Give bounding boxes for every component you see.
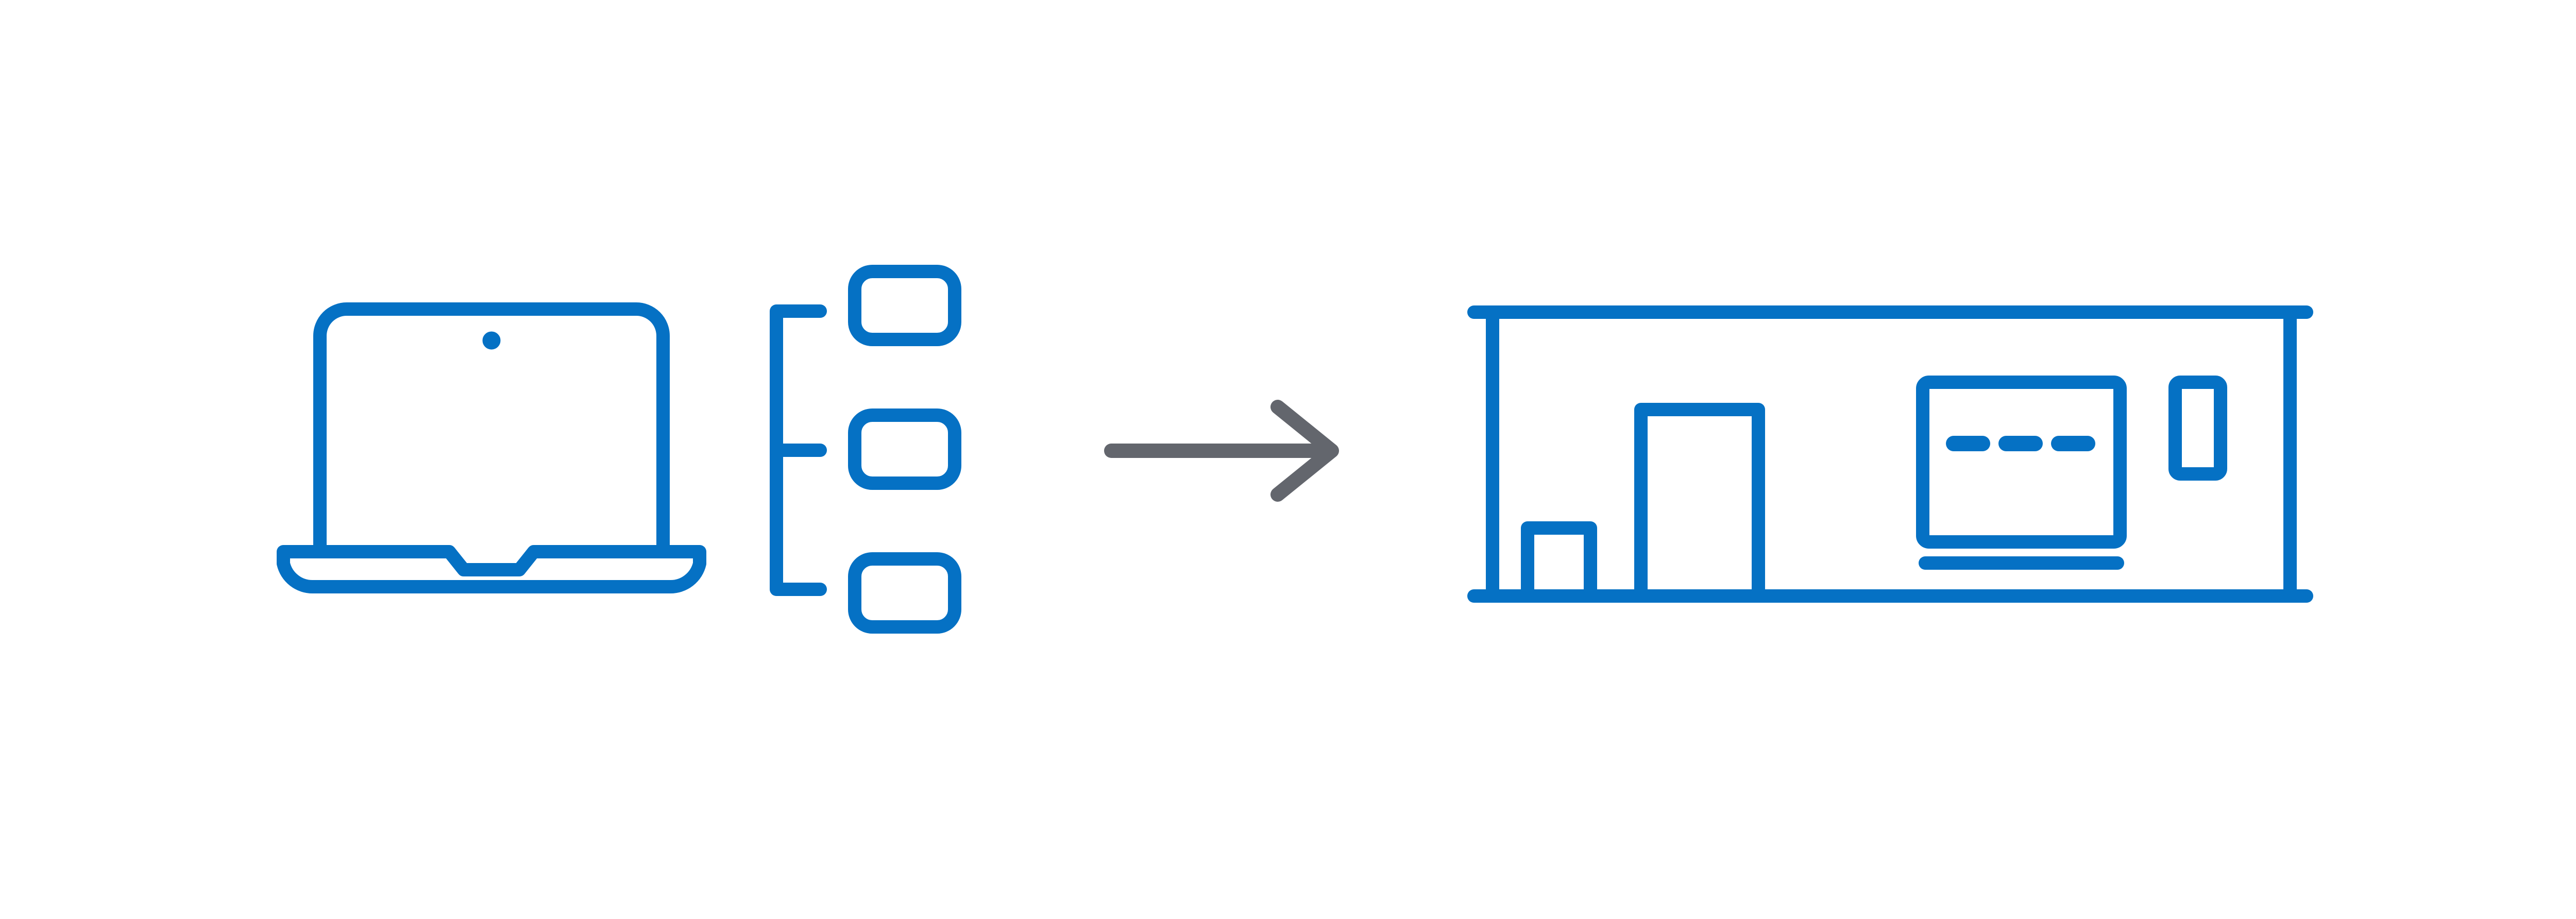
flow-arrow-icon (1104, 400, 1339, 502)
tree-node-box-2[interactable] (848, 409, 961, 490)
stage-source (277, 265, 961, 634)
datacenter-short-rack (1521, 521, 1597, 597)
datacenter-server-panel (1916, 376, 2127, 549)
flow-arrow-head (1270, 400, 1339, 502)
datacenter-tall-rack (1634, 403, 1765, 597)
datacenter-narrow-rack (2168, 376, 2227, 481)
tree-node-box-3[interactable] (848, 552, 961, 634)
tree-node-box-1[interactable] (848, 265, 961, 346)
datacenter-icon[interactable] (1467, 305, 2313, 603)
laptop-camera-icon (482, 331, 501, 350)
stage-destination (1467, 305, 2313, 603)
laptop-icon[interactable] (277, 302, 706, 593)
laptop-screen-bezel (313, 302, 670, 553)
laptop-base-tray (277, 545, 706, 593)
hierarchy-tree-icon[interactable] (770, 265, 961, 634)
